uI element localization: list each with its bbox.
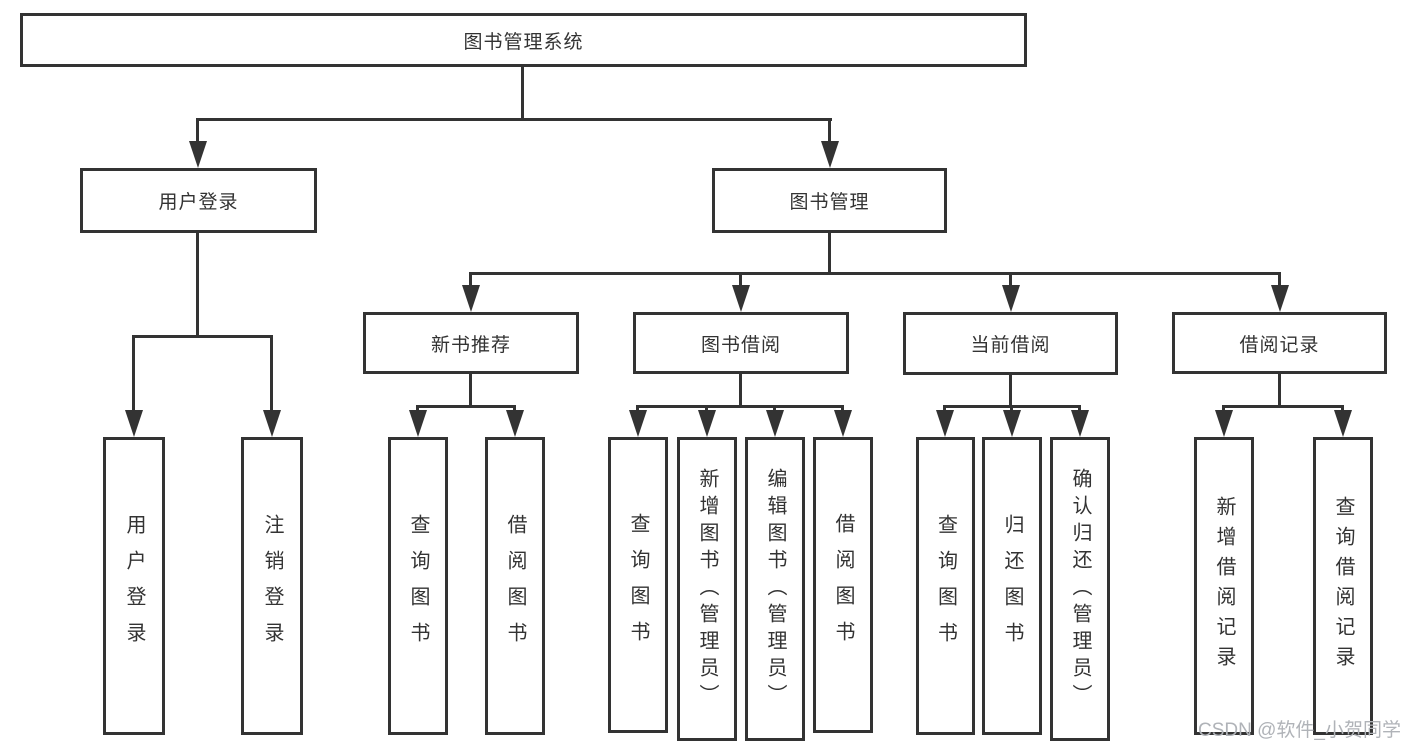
connector-borrow-records-bar (1222, 405, 1344, 408)
connector-leaf-borrow-recommend-drop (513, 405, 516, 414)
arrow-leaf-edit-book (766, 410, 784, 437)
node-book-borrow: 图书借阅 (633, 312, 849, 374)
connector-book-management-stem (828, 230, 831, 272)
connector-leaf-query-borrow-drop (636, 405, 639, 414)
connector-new-book-recommend-drop (469, 272, 472, 288)
connector-leaf-confirm-return-drop (1078, 405, 1081, 414)
csdn-watermark: CSDN @软件_小贺同学 (1198, 720, 1401, 741)
leaf-add-borrow-record: 新增借阅记录 (1194, 437, 1254, 735)
arrow-user-login (189, 141, 207, 168)
arrow-leaf-query-record (1334, 410, 1352, 437)
leaf-user-login: 用户登录 (103, 437, 165, 735)
leaf-edit-book-admin-label: 编辑图书（管理员） (764, 467, 786, 711)
leaf-return-book-label: 归还图书 (1001, 514, 1023, 658)
arrow-book-management (821, 141, 839, 168)
arrow-leaf-query-current (936, 410, 954, 437)
node-book-borrow-label: 图书借阅 (700, 334, 781, 356)
arrow-leaf-query-recommend (409, 410, 427, 437)
leaf-query-borrow-record: 查询借阅记录 (1313, 437, 1373, 735)
connector-current-borrow-drop (1009, 272, 1012, 288)
leaf-borrow-book-recommend: 借阅图书 (485, 437, 545, 735)
node-user-login-label: 用户登录 (158, 192, 239, 213)
arrow-leaf-add-record (1215, 410, 1233, 437)
node-new-book-recommend: 新书推荐 (363, 312, 579, 374)
leaf-borrow-book-recommend-label: 借阅图书 (504, 514, 526, 658)
connector-leaf-add-book-drop (705, 405, 708, 414)
leaf-query-book-borrow: 查询图书 (608, 437, 668, 733)
leaf-user-login-label: 用户登录 (123, 514, 145, 658)
leaf-add-book-admin-label: 新增图书（管理员） (696, 467, 718, 711)
leaf-query-book-recommend: 查询图书 (388, 437, 448, 735)
connector-book-borrow-drop (739, 272, 742, 288)
leaf-query-book-current-label: 查询图书 (934, 514, 957, 658)
connector-book-management-bar (469, 272, 1281, 275)
node-borrow-records: 借阅记录 (1172, 312, 1387, 374)
arrow-book-borrow (732, 285, 750, 312)
connector-leaf-borrow-book-drop (841, 405, 844, 414)
connector-user-login-bar (132, 335, 273, 338)
connector-new-book-recommend-stem (469, 372, 472, 405)
connector-leaf-edit-book-drop (773, 405, 776, 414)
leaf-query-book-current: 查询图书 (916, 437, 975, 735)
leaf-add-borrow-record-label: 新增借阅记录 (1213, 496, 1235, 676)
leaf-confirm-return-admin-label: 确认归还（管理员） (1069, 467, 1091, 711)
arrow-leaf-user-login (125, 410, 143, 437)
leaf-borrow-book: 借阅图书 (813, 437, 873, 733)
node-borrow-records-label: 借阅记录 (1239, 334, 1320, 356)
arrow-leaf-logout (263, 410, 281, 437)
connector-book-borrow-bar (636, 405, 844, 408)
leaf-query-borrow-record-label: 查询借阅记录 (1332, 496, 1354, 676)
leaf-borrow-book-label: 借阅图书 (832, 513, 854, 657)
leaf-confirm-return-admin: 确认归还（管理员） (1050, 437, 1110, 741)
connector-root-bar (196, 118, 832, 121)
leaf-query-book-recommend-label: 查询图书 (407, 514, 429, 658)
connector-book-borrow-stem (739, 372, 742, 405)
connector-leaf-return-book-drop (1010, 405, 1013, 414)
node-book-management: 图书管理 (712, 168, 947, 233)
node-current-borrow: 当前借阅 (903, 312, 1118, 375)
arrow-current-borrow (1002, 285, 1020, 312)
connector-borrow-records-drop (1278, 272, 1281, 288)
connector-leaf-user-login-drop (132, 335, 135, 413)
arrow-new-book-recommend (462, 285, 480, 312)
connector-leaf-query-recommend-drop (416, 405, 419, 414)
node-book-management-label: 图书管理 (789, 192, 870, 213)
leaf-return-book: 归还图书 (982, 437, 1042, 735)
leaf-edit-book-admin: 编辑图书（管理员） (745, 437, 805, 741)
connector-current-borrow-stem (1009, 374, 1012, 405)
arrow-leaf-borrow-book (834, 410, 852, 437)
connector-leaf-query-current-drop (943, 405, 946, 414)
connector-book-management-drop (828, 118, 831, 144)
arrow-borrow-records (1271, 285, 1289, 312)
node-root-label: 图书管理系统 (463, 31, 584, 53)
leaf-add-book-admin: 新增图书（管理员） (677, 437, 737, 741)
connector-leaf-logout-drop (270, 335, 273, 413)
connector-user-login-drop (196, 118, 199, 144)
arrow-leaf-return-book (1003, 410, 1021, 437)
node-root: 图书管理系统 (20, 13, 1027, 67)
connector-leaf-query-record-drop (1341, 405, 1344, 414)
arrow-leaf-add-book (698, 410, 716, 437)
connector-root-stem (521, 65, 524, 121)
connector-user-login-stem (196, 230, 199, 335)
connector-new-book-recommend-bar (416, 405, 516, 408)
connector-borrow-records-stem (1278, 372, 1281, 405)
node-new-book-recommend-label: 新书推荐 (430, 334, 511, 356)
leaf-query-book-borrow-label: 查询图书 (627, 513, 649, 657)
arrow-leaf-borrow-recommend (506, 410, 524, 437)
connector-leaf-add-record-drop (1222, 405, 1225, 414)
arrow-leaf-confirm-return (1071, 410, 1089, 437)
node-user-login: 用户登录 (80, 168, 317, 233)
node-current-borrow-label: 当前借阅 (970, 335, 1051, 356)
leaf-logout-label: 注销登录 (261, 514, 283, 658)
arrow-leaf-query-borrow (629, 410, 647, 437)
leaf-logout: 注销登录 (241, 437, 303, 735)
